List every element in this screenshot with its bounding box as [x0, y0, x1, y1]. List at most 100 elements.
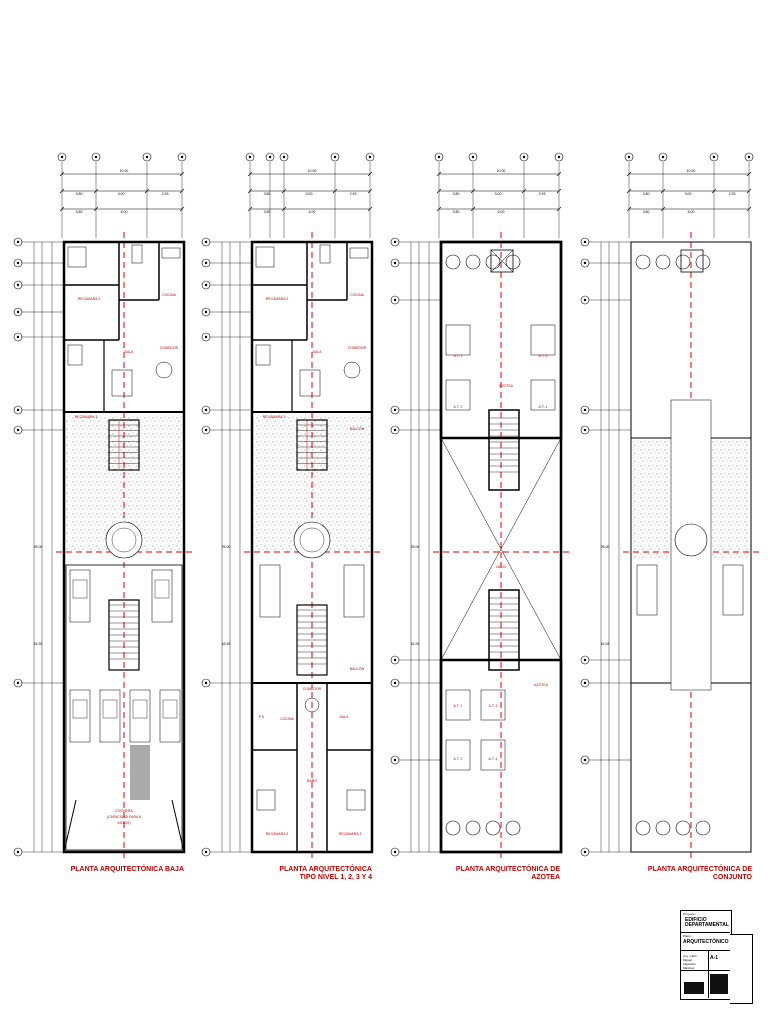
car-windshield — [72, 579, 88, 599]
left-axis-bubble — [13, 307, 23, 317]
courtyard-planter-inner — [111, 527, 137, 553]
dimension-tick — [367, 171, 373, 177]
left-axis-bubble — [201, 425, 211, 435]
axis-bubble-dot — [393, 428, 397, 432]
axis-bubble-dot — [204, 335, 208, 339]
dimension-tick — [367, 188, 373, 194]
dim-label: 3.80 — [643, 192, 650, 196]
dim-label: 3.80 — [643, 210, 650, 214]
axis-bubble-dot — [16, 850, 20, 854]
dimension-tick — [436, 206, 442, 212]
stair — [488, 409, 520, 491]
water-tank — [485, 254, 501, 270]
car-windshield — [72, 699, 88, 719]
top-axis-bubble — [519, 152, 529, 162]
axis-bubble-dot — [583, 298, 587, 302]
room-label: A.T. 2 — [454, 757, 463, 761]
axis-bubble-dot — [471, 155, 475, 159]
left-axis-bubble — [580, 678, 590, 688]
left-axis-bubble — [390, 295, 400, 305]
left-axis-bubble — [390, 655, 400, 665]
plan-name: ARQUITECTÓNICO — [683, 939, 729, 945]
water-tank — [675, 820, 691, 836]
axis-bubble-dot — [393, 261, 397, 265]
axis-bubble-dot — [16, 261, 20, 265]
left-axis-bubble — [13, 405, 23, 415]
left-axis-bubble — [580, 405, 590, 415]
rooftop-room — [530, 379, 556, 411]
dimension-tick — [626, 188, 632, 194]
axis-bubble-dot — [627, 155, 631, 159]
bed — [256, 789, 276, 811]
dimension-tick — [746, 171, 752, 177]
dimension-tick — [179, 188, 185, 194]
dim-label: 3.80 — [76, 210, 83, 214]
car — [159, 689, 181, 743]
rooftop-room — [445, 379, 471, 411]
stair — [488, 589, 520, 671]
room-label: A.T. 1 — [454, 704, 463, 708]
water-tank — [675, 254, 691, 270]
water-tank — [655, 254, 671, 270]
dim-label: 3.80 — [76, 192, 83, 196]
roof-block — [439, 240, 563, 440]
gate — [63, 799, 77, 853]
title-block-divider — [680, 950, 730, 951]
plan-title-conjunto: PLANTA ARQUITECTÓNICA DE CONJUNTO — [647, 866, 752, 881]
car-windshield — [102, 699, 118, 719]
left-axis-bubble — [580, 755, 590, 765]
axis-bubble-dot — [248, 155, 252, 159]
axis-bubble-dot — [583, 681, 587, 685]
axis-bubble-dot — [16, 310, 20, 314]
room-label: COMEDOR — [348, 346, 367, 350]
title-block-divider — [680, 970, 730, 971]
dim-label: 2.93 — [162, 192, 169, 196]
top-axis-bubble — [265, 152, 275, 162]
dim-label: 3.00 — [685, 192, 692, 196]
dimension-tick — [59, 188, 65, 194]
dim-label: 2.93 — [539, 192, 546, 196]
plan-title-azotea: PLANTA ARQUITECTÓNICA DE AZOTEA — [455, 866, 560, 881]
left-axis-bubble — [13, 280, 23, 290]
axis-bubble-dot — [393, 240, 397, 244]
axis-bubble-dot — [393, 658, 397, 662]
left-axis-bubble — [201, 332, 211, 342]
axis-bubble-dot — [204, 681, 208, 685]
courtyard-planter — [674, 523, 708, 557]
top-axis-bubble — [468, 152, 478, 162]
dim-label: 3.00 — [118, 192, 125, 196]
car — [99, 689, 121, 743]
room-label: COCINA — [162, 293, 176, 297]
dimension-tick — [660, 188, 666, 194]
car — [69, 569, 91, 623]
left-axis-bubble — [390, 755, 400, 765]
plan-label: Plano: — [683, 934, 692, 938]
left-axis-bubble — [390, 678, 400, 688]
room-label: SALA — [340, 715, 350, 719]
dimension-tick — [556, 188, 562, 194]
room-label: RECÁMARA 2 — [78, 297, 101, 301]
left-axis-bubble — [13, 425, 23, 435]
room-label: AZOTEA — [534, 683, 549, 687]
courtyard — [711, 440, 749, 560]
left-axis-bubble — [201, 405, 211, 415]
water-tank — [465, 820, 481, 836]
car-windshield — [132, 699, 148, 719]
rooftop-room — [445, 324, 471, 356]
dimension-tick — [59, 206, 65, 212]
bathroom-fixture — [131, 244, 143, 264]
left-axis-bubble — [13, 332, 23, 342]
left-axis-bubble — [201, 307, 211, 317]
axis-bubble-dot — [661, 155, 665, 159]
room-label: AUTOS) — [117, 821, 130, 825]
room-label: SALA — [313, 350, 323, 354]
title-block-cell-dark — [710, 974, 728, 994]
dim-label: 6.00 — [498, 210, 505, 214]
top-axis-bubble — [709, 152, 719, 162]
axis-bubble-dot — [583, 428, 587, 432]
axis-bubble-dot — [583, 850, 587, 854]
dim-label: 10.00 — [497, 169, 506, 173]
dimension-tick — [521, 188, 527, 194]
